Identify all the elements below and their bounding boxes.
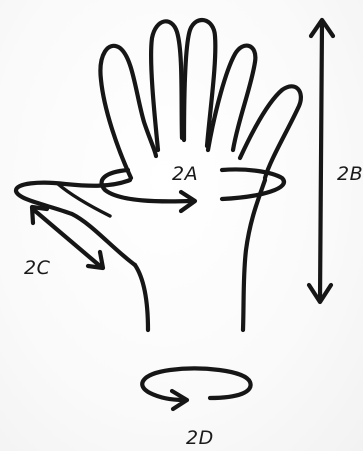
label-2d: 2D	[186, 427, 214, 449]
palm-loop-back	[222, 169, 284, 199]
label-2b: 2B	[337, 163, 363, 185]
label-2c: 2C	[24, 257, 51, 279]
hand-length-marker	[309, 20, 333, 302]
wrist-circumference-marker	[142, 369, 250, 410]
palm-right-edge	[243, 180, 265, 330]
hand-outline	[16, 20, 301, 330]
side-finger	[240, 86, 301, 178]
length-arrow-shaft	[320, 22, 322, 300]
ring-finger	[151, 21, 182, 150]
wrist-loop	[142, 369, 250, 401]
palm-left-edge	[135, 265, 148, 330]
label-2a: 2A	[172, 163, 198, 185]
little-finger	[100, 46, 156, 178]
